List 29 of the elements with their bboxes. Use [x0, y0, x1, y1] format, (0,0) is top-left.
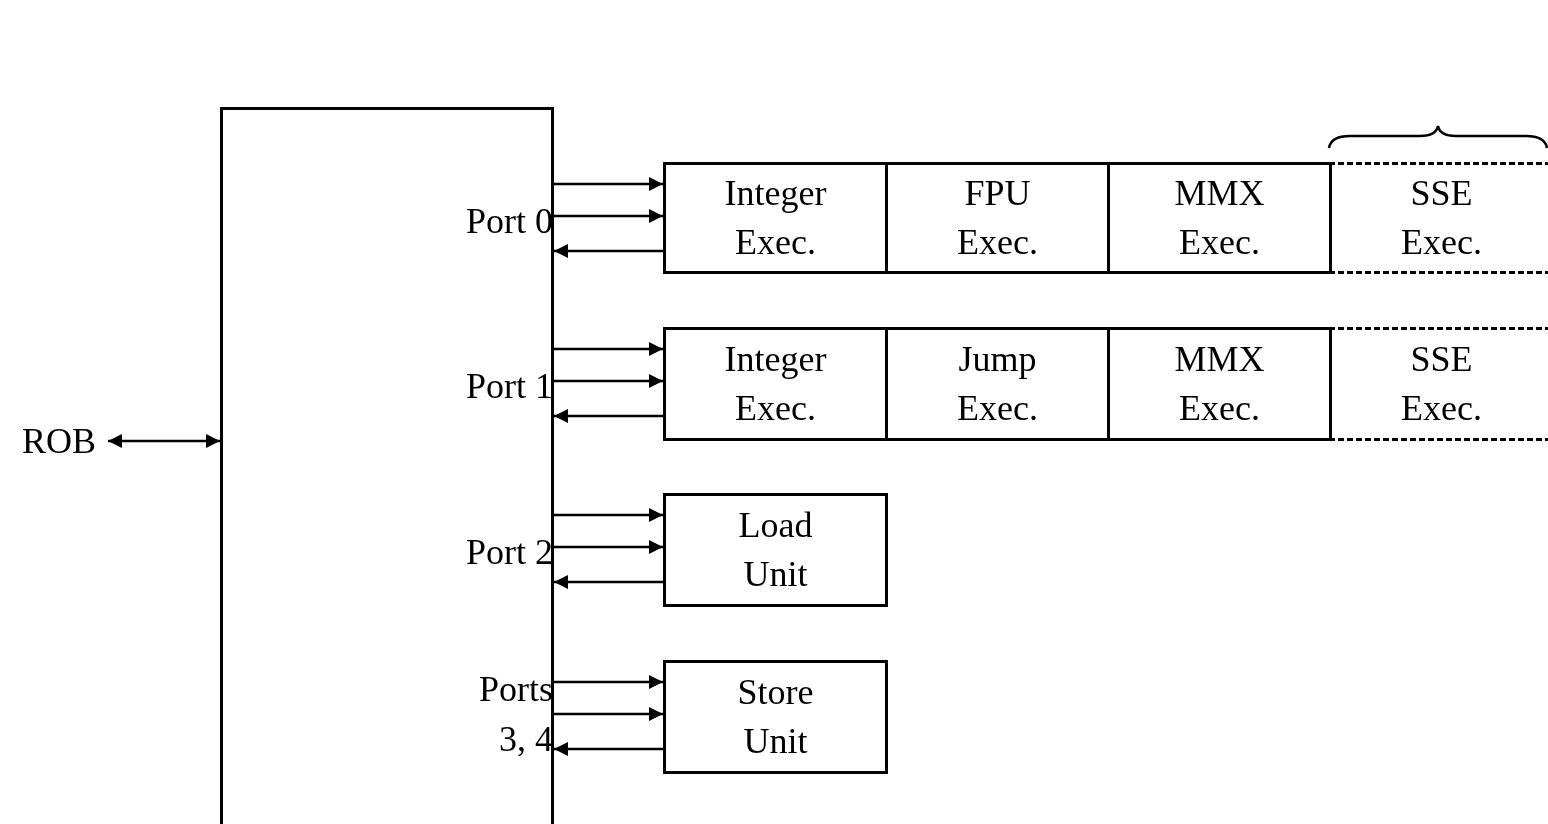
arrow — [554, 742, 663, 756]
arrow — [554, 209, 663, 223]
arrow — [554, 177, 663, 191]
unit-box: MMX Exec. — [1107, 162, 1332, 274]
port-label: Ports 3, 4 — [477, 668, 553, 762]
arrow — [554, 575, 663, 589]
arrow — [554, 409, 663, 423]
unit-box: SSE Exec. — [1329, 327, 1548, 441]
unit-box: Jump Exec. — [885, 327, 1110, 441]
unit-box: Load Unit — [663, 493, 888, 607]
node-label: ROB — [10, 418, 108, 464]
unit-box: SSE Exec. — [1329, 162, 1548, 274]
arrow — [554, 374, 663, 388]
port-label: Port 0 — [465, 200, 553, 243]
arrow — [554, 508, 663, 522]
arrow — [554, 675, 663, 689]
arrow — [554, 342, 663, 356]
unit-box: MMX Exec. — [1107, 327, 1332, 441]
reservation-station-box — [220, 107, 554, 824]
arrow — [554, 540, 663, 554]
arrow — [108, 434, 220, 448]
port-label: Port 2 — [465, 531, 553, 574]
port-label: Port 1 — [465, 365, 553, 408]
arrow — [554, 707, 663, 721]
arrow — [554, 244, 663, 258]
unit-box: FPU Exec. — [885, 162, 1110, 274]
unit-box: Store Unit — [663, 660, 888, 774]
unit-box: Integer Exec. — [663, 162, 888, 274]
unit-box: Integer Exec. — [663, 327, 888, 441]
